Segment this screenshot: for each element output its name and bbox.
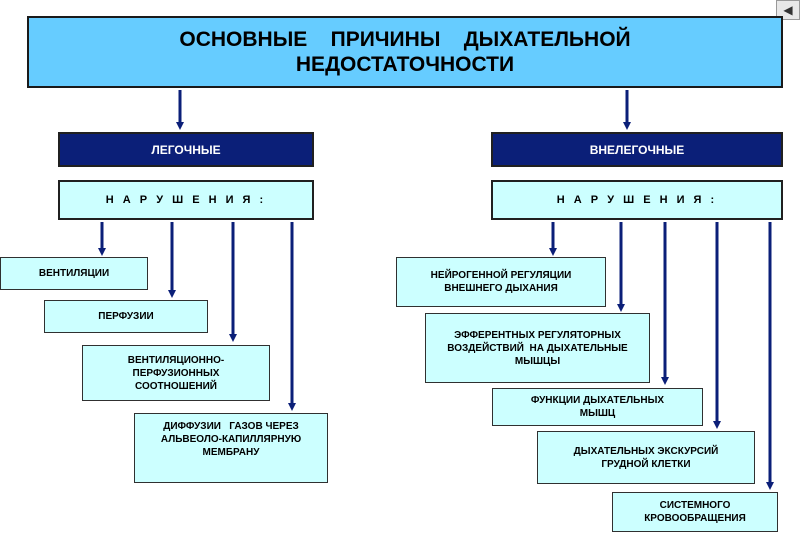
item-perfusion: ПЕРФУЗИИ: [44, 300, 208, 333]
item-chest-excursions: ДЫХАТЕЛЬНЫХ ЭКСКУРСИЙ ГРУДНОЙ КЛЕТКИ: [537, 431, 755, 484]
item-chest-excursions-label: ДЫХАТЕЛЬНЫХ ЭКСКУРСИЙ ГРУДНОЙ КЛЕТКИ: [573, 445, 719, 470]
item-neurogenic-regulation-label: НЕЙРОГЕННОЙ РЕГУЛЯЦИИ ВНЕШНЕГО ДЫХАНИЯ: [430, 270, 572, 294]
pulmonary-disorders-header: Н А Р У Ш Е Н И Я :: [58, 180, 314, 220]
speaker-icon[interactable]: ◀: [776, 0, 800, 20]
diagram-title: ОСНОВНЫЕ ПРИЧИНЫ ДЫХАТЕЛЬНОЙ НЕДОСТАТОЧН…: [27, 16, 783, 88]
item-neurogenic-regulation: НЕЙРОГЕННОЙ РЕГУЛЯЦИИ ВНЕШНЕГО ДЫХАНИЯ: [396, 257, 606, 307]
item-respiratory-muscles-label: ФУНКЦИИ ДЫХАТЕЛЬНЫХ МЫШЦ: [530, 395, 665, 419]
pulmonary-disorders-label: Н А Р У Ш Е Н И Я :: [105, 194, 267, 206]
item-systemic-circulation-label: СИСТЕМНОГО КРОВООБРАЩЕНИЯ: [644, 500, 746, 524]
item-ventilation-label: ВЕНТИЛЯЦИИ: [38, 268, 110, 279]
item-respiratory-muscles: ФУНКЦИИ ДЫХАТЕЛЬНЫХ МЫШЦ: [492, 388, 703, 426]
item-ventilation: ВЕНТИЛЯЦИИ: [0, 257, 148, 290]
category-pulmonary: ЛЕГОЧНЫЕ: [58, 132, 314, 167]
category-pulmonary-label: ЛЕГОЧНЫЕ: [151, 142, 221, 157]
extrapulmonary-disorders-header: Н А Р У Ш Е Н И Я :: [491, 180, 783, 220]
title-line-1: ОСНОВНЫЕ ПРИЧИНЫ ДЫХАТЕЛЬНОЙ: [179, 28, 631, 51]
item-vp-ratio-label: ВЕНТИЛЯЦИОННО-ПЕРФУЗИОННЫХ СООТНОШЕНИЙ: [127, 354, 225, 392]
item-diffusion-label: ДИФФУЗИИ ГАЗОВ ЧЕРЕЗ АЛЬВЕОЛО-КАПИЛЛЯРНУ…: [160, 421, 304, 458]
item-efferent-influences: ЭФФЕРЕНТНЫХ РЕГУЛЯТОРНЫХ ВОЗДЕЙСТВИЙ НА …: [425, 313, 650, 383]
category-extrapulmonary: ВНЕЛЕГОЧНЫЕ: [491, 132, 783, 167]
item-diffusion: ДИФФУЗИИ ГАЗОВ ЧЕРЕЗ АЛЬВЕОЛО-КАПИЛЛЯРНУ…: [134, 413, 328, 483]
extrapulmonary-disorders-label: Н А Р У Ш Е Н И Я :: [556, 194, 718, 206]
category-extrapulmonary-label: ВНЕЛЕГОЧНЫЕ: [589, 142, 685, 157]
title-line-2: НЕДОСТАТОЧНОСТИ: [295, 53, 515, 76]
item-perfusion-label: ПЕРФУЗИИ: [98, 311, 154, 322]
item-vp-ratio: ВЕНТИЛЯЦИОННО-ПЕРФУЗИОННЫХ СООТНОШЕНИЙ: [82, 345, 270, 401]
item-systemic-circulation: СИСТЕМНОГО КРОВООБРАЩЕНИЯ: [612, 492, 778, 532]
item-efferent-influences-label: ЭФФЕРЕНТНЫХ РЕГУЛЯТОРНЫХ ВОЗДЕЙСТВИЙ НА …: [447, 329, 634, 367]
